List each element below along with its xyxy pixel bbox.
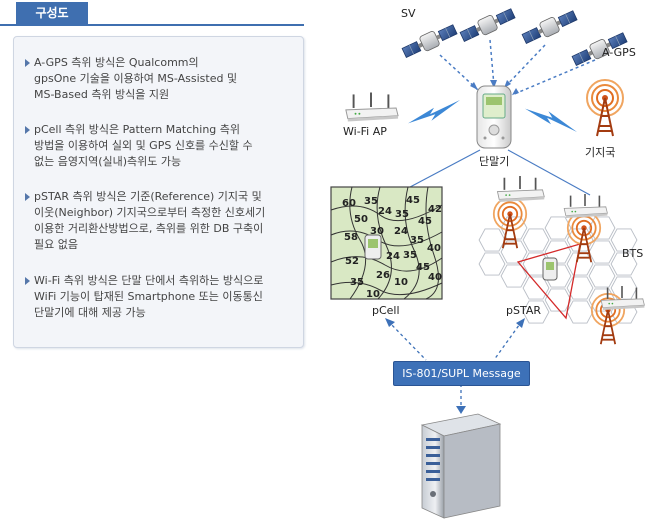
grid-value: 10 bbox=[394, 277, 408, 288]
base-station-label: 기지국 bbox=[585, 146, 616, 159]
grid-value: 24 bbox=[378, 206, 392, 217]
satellite-icon bbox=[400, 22, 459, 61]
link-line bbox=[507, 149, 591, 196]
bullet-pstar: pSTAR 측위 방식은 기준(Reference) 기지국 및 이웃(Neig… bbox=[25, 189, 296, 253]
phone-icon bbox=[476, 85, 512, 149]
description-panel: A-GPS 측위 방식은 Qualcomm의 gpsOne 기술을 이용하여 M… bbox=[13, 36, 304, 348]
grid-value: 45 bbox=[416, 262, 430, 273]
agps-label: A-GPS bbox=[602, 46, 636, 59]
bts-label: BTS bbox=[622, 247, 644, 260]
grid-value: 60 bbox=[342, 198, 356, 209]
pcell-label: pCell bbox=[372, 304, 400, 317]
pcell-grid-values: 60 35 45 42 50 24 35 45 58 30 24 35 40 5… bbox=[342, 195, 442, 300]
grid-value: 10 bbox=[366, 289, 380, 300]
phone-icon bbox=[542, 257, 558, 281]
grid-value: 35 bbox=[350, 277, 364, 288]
grid-value: 35 bbox=[403, 250, 417, 261]
sv-label: SV bbox=[401, 7, 416, 20]
satellite-icon bbox=[520, 8, 579, 47]
bullet-arrow-icon bbox=[25, 59, 30, 67]
message-flow-arrowheads bbox=[385, 318, 525, 414]
bullet-wifi: Wi-Fi 측위 방식은 단말 단에서 측위하는 방식으로 WiFi 기능이 탑… bbox=[25, 273, 296, 321]
bullet-agps: A-GPS 측위 방식은 Qualcomm의 gpsOne 기술을 이용하여 M… bbox=[25, 55, 296, 103]
gps-signal-lines bbox=[439, 39, 596, 96]
pcell-map bbox=[330, 186, 443, 300]
pstar-label: pSTAR bbox=[506, 304, 541, 317]
bullet-pcell: pCell 측위 방식은 Pattern Matching 측위 방법을 이용하… bbox=[25, 122, 296, 170]
bullet-arrow-icon bbox=[25, 277, 30, 285]
cell-tower-icon bbox=[586, 79, 624, 137]
bullet-arrow-icon bbox=[25, 193, 30, 201]
terminal-label: 단말기 bbox=[479, 155, 510, 168]
message-flow-lines bbox=[387, 320, 523, 410]
grid-value: 42 bbox=[428, 204, 442, 215]
grid-value: 35 bbox=[395, 209, 409, 220]
grid-value: 24 bbox=[386, 251, 400, 262]
wireless-signal-icon bbox=[525, 108, 577, 132]
grid-value: 45 bbox=[406, 195, 420, 206]
grid-value: 40 bbox=[428, 272, 442, 283]
grid-value: 35 bbox=[364, 196, 378, 207]
tab-configuration[interactable]: 구성도 bbox=[16, 2, 88, 24]
message-box: IS-801/SUPL Message bbox=[393, 361, 530, 386]
wifi-router-icon bbox=[496, 176, 546, 202]
tab-underline bbox=[0, 24, 304, 26]
grid-value: 52 bbox=[345, 256, 359, 267]
wifi-router-icon bbox=[344, 92, 400, 122]
server-icon bbox=[420, 413, 502, 519]
wifi-ap-label: Wi-Fi AP bbox=[343, 125, 387, 138]
triangulation-triangle bbox=[516, 243, 581, 320]
bullet-arrow-icon bbox=[25, 126, 30, 134]
grid-value: 35 bbox=[410, 235, 424, 246]
grid-value: 40 bbox=[427, 243, 441, 254]
wifi-router-icon bbox=[563, 194, 609, 218]
grid-value: 45 bbox=[418, 216, 432, 227]
grid-value: 30 bbox=[370, 226, 384, 237]
grid-value: 50 bbox=[354, 214, 368, 225]
grid-value: 58 bbox=[344, 232, 358, 243]
wireless-signal-icon bbox=[408, 100, 460, 124]
satellite-icon bbox=[458, 6, 517, 45]
grid-value: 24 bbox=[394, 226, 408, 237]
grid-value: 26 bbox=[376, 270, 390, 281]
